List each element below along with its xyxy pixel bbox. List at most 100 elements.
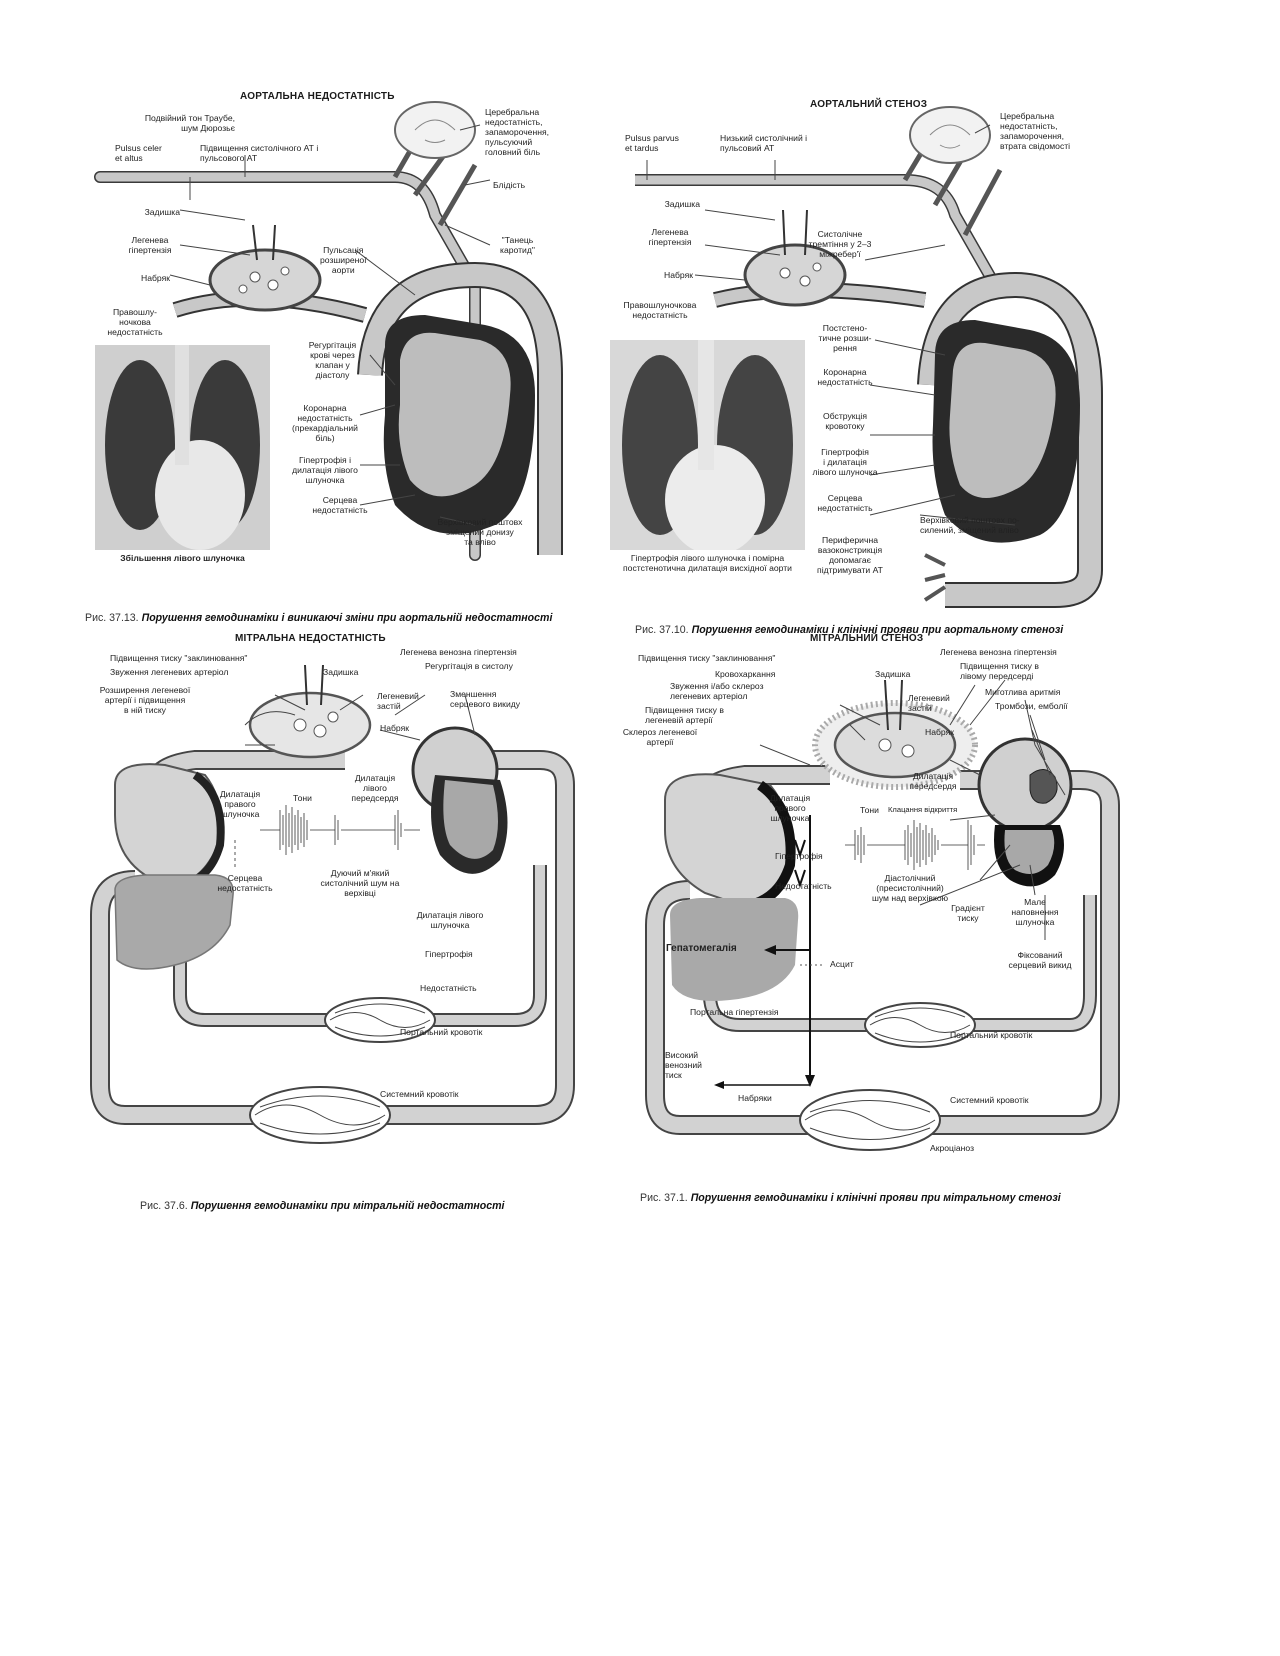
- label-high-venous: Високий венозний тиск: [665, 1050, 702, 1080]
- label-apex: Верхівковий поштовх зміщений донизу та в…: [437, 517, 523, 547]
- label-apex: Верхівковий поштовх по- силений, зміщени…: [920, 515, 1020, 535]
- caption-mitral-insufficiency: Рис. 37.6. Порушення гемодинаміки при мі…: [140, 1200, 505, 1212]
- xray-image: [95, 345, 270, 550]
- caption-text: Порушення гемодинаміки і клінічні прояви…: [690, 1192, 1061, 1204]
- caption-number: Рис. 37.10.: [635, 624, 689, 636]
- label-aorta-pulsation: Пульсація розширеної аорти: [320, 245, 367, 275]
- panel-mitral-stenosis: МІТРАЛЬНИЙ СТЕНОЗ Підвищення тиску "закл…: [623, 633, 1170, 1225]
- caption-number: Рис. 37.6.: [140, 1200, 188, 1212]
- label-insufficiency: Недостатність: [420, 983, 477, 993]
- aortic-stenosis-diagram: [635, 106, 1103, 608]
- label-low-output: Зменшення серцевого викиду: [450, 689, 521, 709]
- panel-title: МІТРАЛЬНА НЕДОСТАТНІСТЬ: [235, 633, 386, 644]
- label-fixed-output: Фіксований серцевий викид: [1008, 950, 1072, 970]
- label-tones: Тони: [293, 793, 312, 803]
- label-thrombosis: Тромбози, емболії: [995, 701, 1068, 711]
- caption-text: Порушення гемодинаміки при мітральній не…: [190, 1200, 505, 1212]
- label-cerebral: Церебральна недостатність, запаморочення…: [485, 107, 549, 157]
- xray-caption: Збільшення лівого шлуночка: [120, 553, 245, 563]
- label-sclerosis: Склероз легеневої артерії: [622, 727, 698, 747]
- label-hypertrophy: Гіпертрофія: [425, 949, 473, 959]
- caption-aortic-stenosis: Рис. 37.10. Порушення гемодинаміки і клі…: [635, 624, 1063, 636]
- label-lvh: Гіпертрофія і дилатація лівого шлуночка: [292, 455, 358, 485]
- murmur-waveform: [260, 805, 420, 855]
- label-edemas: Набряки: [738, 1093, 772, 1103]
- caption-number: Рис. 37.1.: [640, 1192, 688, 1204]
- panel-title: АОРТАЛЬНИЙ СТЕНОЗ: [810, 99, 928, 110]
- label-afib: Миготлива аритмія: [985, 687, 1061, 697]
- label-regurgitation: Регургітація крові через клапан у діасто…: [308, 340, 357, 380]
- label-systemic: Системний кровотік: [950, 1095, 1029, 1105]
- panel-aortic-insufficiency: Збільшення лівого шлуночка АОРТАЛЬНА НЕД…: [94, 85, 615, 645]
- label-gradient: Градієнт тиску: [951, 903, 985, 923]
- label-dyspnea: Задишка: [875, 669, 911, 679]
- label-vasoconstriction: Периферична вазоконстрикція допомагає пі…: [817, 535, 883, 575]
- label-dyspnea: Задишка: [144, 207, 180, 217]
- label-congestion: Легеневий застій: [908, 693, 950, 713]
- label-heart-failure: Серцева недостатність: [817, 493, 873, 513]
- label-arterioles: Звуження і/або склероз легеневих артеріо…: [670, 681, 764, 701]
- label-poststenotic: Постстено- тичне розши- рення: [818, 323, 872, 353]
- caption-aortic-insufficiency: Рис. 37.13. Порушення гемодинаміки і вин…: [85, 612, 552, 624]
- label-la-pressure: Підвищення тиску в лівому передсерді: [960, 661, 1039, 681]
- label-pulm-htn: Легенева гіпертензія: [648, 227, 692, 247]
- label-bp: Підвищення систолічного АТ і пульсового …: [200, 143, 319, 163]
- label-pa-dilation: Розширення легеневої артерії і підвищенн…: [99, 685, 191, 715]
- label-pulm-venous: Легенева венозна гіпертензія: [400, 647, 517, 657]
- label-rv-failure: Правошлуночкова недостатність: [623, 300, 697, 320]
- label-edema: Набряк: [663, 270, 693, 280]
- mitral-stenosis-diagram: [645, 679, 1120, 1151]
- label-pulm-htn: Легенева гіпертензія: [128, 235, 172, 255]
- label-pallor: Блідість: [493, 180, 526, 190]
- label-portal-htn: Портальна гіпертензія: [690, 1007, 779, 1017]
- label-tones: Тони: [860, 805, 879, 815]
- label-insufficiency: Недостатність: [775, 881, 832, 891]
- label-edema: Набряк: [380, 723, 410, 733]
- label-lv-dilation: Дилатація лівого шлуночка: [416, 910, 484, 930]
- mitral-insufficiency-diagram: [90, 664, 575, 1144]
- label-hemoptysis: Кровохаркання: [715, 669, 776, 679]
- label-carotid: "Танець каротид": [500, 235, 535, 255]
- label-portal: Портальний кровотік: [950, 1030, 1033, 1040]
- aortic-insufficiency-diagram: [94, 101, 563, 561]
- label-pulm-venous: Легенева венозна гіпертензія: [940, 647, 1057, 657]
- label-cerebral: Церебральна недостатність, запаморочення…: [1000, 111, 1071, 151]
- label-systemic: Системний кровотік: [380, 1089, 459, 1099]
- label-obstruction: Обструкція кровотоку: [823, 411, 867, 431]
- panel-title: МІТРАЛЬНИЙ СТЕНОЗ: [810, 633, 924, 644]
- panel-mitral-insufficiency: МІТРАЛЬНА НЕДОСТАТНІСТЬ Підвищення тиску…: [90, 633, 615, 1225]
- label-heart-failure: Серцева недостатність: [312, 495, 368, 515]
- label-arterioles: Звуження легеневих артеріол: [110, 667, 229, 677]
- xray-aortic-insufficiency: [95, 345, 270, 550]
- label-traube: Подвійний тон Траубе, шум Дюрозьє: [144, 113, 235, 133]
- label-rv-failure: Правошлу- ночкова недостатність: [107, 307, 163, 337]
- label-acrocyanosis: Акроціаноз: [930, 1143, 975, 1153]
- label-la-dilation: Дилатація передсердя: [909, 771, 957, 791]
- label-hepatomegaly: Гепатомегалія: [666, 943, 737, 954]
- label-ascites: Асцит: [830, 959, 854, 969]
- murmur-waveform: [845, 820, 985, 870]
- label-low-bp: Низький систолічний і пульсовий АТ: [720, 133, 808, 153]
- label-edema: Набряк: [925, 727, 955, 737]
- xray-image: [610, 340, 805, 550]
- label-pulsus: Pulsus parvus et tardus: [625, 133, 679, 153]
- label-pa-pressure: Підвищення тиску в легеневій артерії: [645, 705, 724, 725]
- label-lvh: Гіпертрофія і дилатація лівого шлуночка: [812, 447, 878, 477]
- panel-aortic-stenosis: Гіпертрофія лівого шлуночка і помірна по…: [610, 95, 1155, 655]
- label-thrill: Систолічне тремтіння у 2–3 міжребер'ї: [808, 229, 872, 259]
- label-dyspnea: Задишка: [323, 667, 359, 677]
- label-murmur: Діастолічний (пресистолічний) шум над ве…: [871, 873, 949, 903]
- label-rv-dilation: Дилатація правого шлуночка: [219, 789, 261, 819]
- label-edema: Набряк: [140, 273, 170, 283]
- label-rv-dilation: Дилатація правого шлуночка: [769, 793, 811, 823]
- label-heart-failure: Серцева недостатність: [217, 873, 273, 893]
- label-hypertrophy: Гіпертрофія: [775, 851, 823, 861]
- label-wedge: Підвищення тиску "заклинювання": [638, 653, 776, 663]
- label-coronary: Коронарна недостатність (прекардіальний …: [292, 403, 358, 443]
- label-low-filling: Мале наповнення шлуночка: [1011, 897, 1059, 927]
- label-pulsus: Pulsus celer et altus: [115, 143, 162, 163]
- label-congestion: Легеневий застій: [377, 691, 419, 711]
- caption-number: Рис. 37.13.: [85, 612, 139, 624]
- caption-text: Порушення гемодинаміки і виникаючі зміни…: [141, 612, 553, 624]
- label-murmur: Дуючий м'який систолічний шум на верхівц…: [320, 868, 400, 898]
